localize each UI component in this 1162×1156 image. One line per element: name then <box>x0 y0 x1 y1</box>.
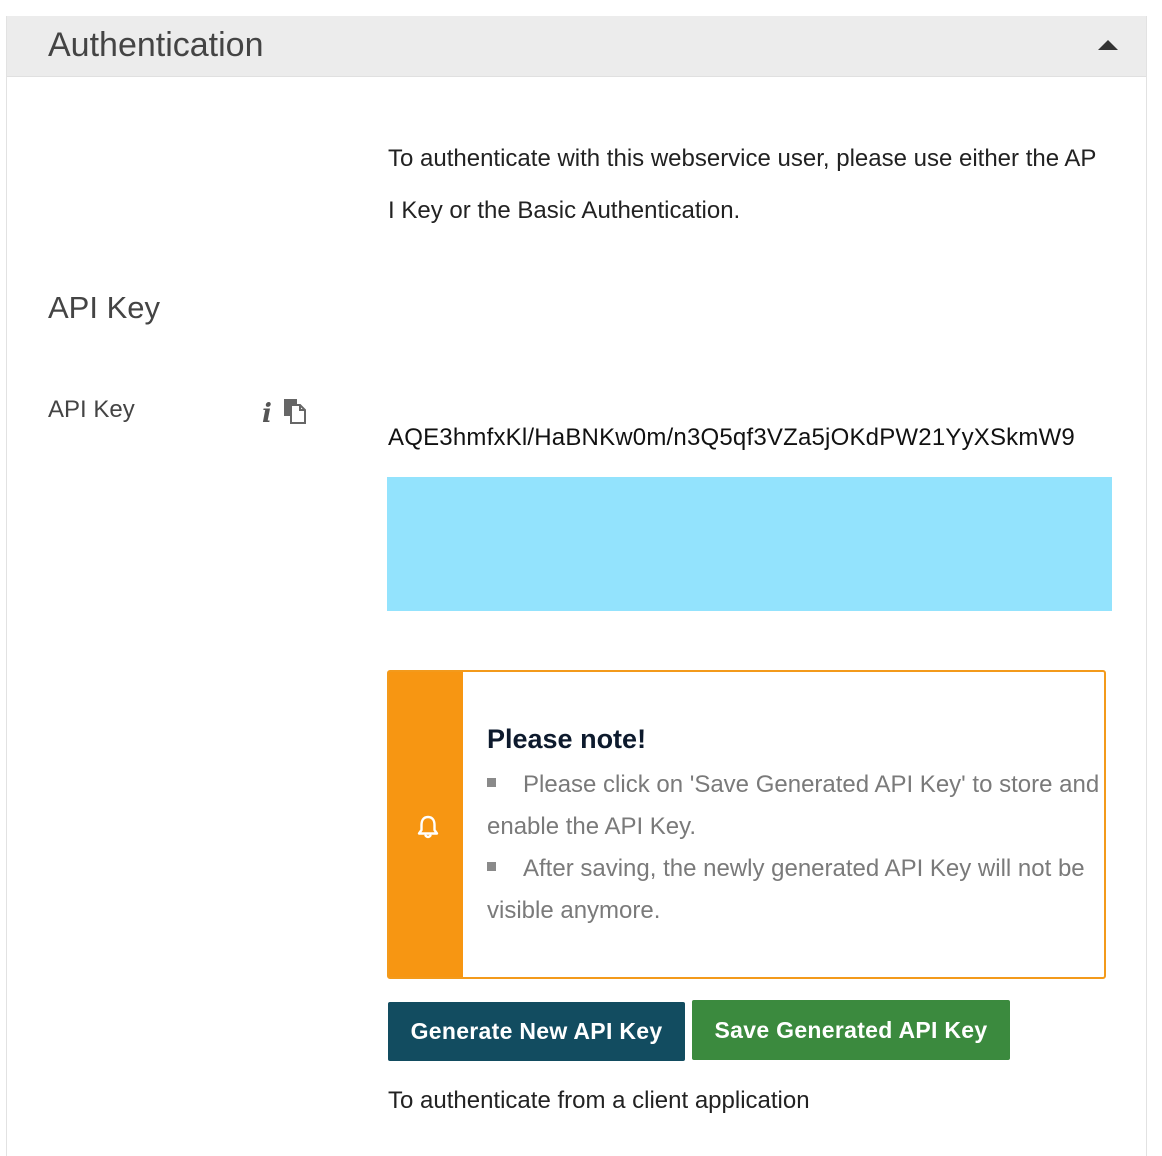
please-note-box: Please note! Please click on 'Save Gener… <box>387 670 1106 979</box>
caret-up-icon[interactable] <box>1098 40 1118 50</box>
note-accent-bar <box>389 672 463 977</box>
api-key-label: API Key <box>48 396 135 423</box>
info-icon[interactable]: i <box>262 399 272 429</box>
client-auth-text: To authenticate from a client applicatio… <box>388 1087 810 1114</box>
note-list: Please click on 'Save Generated API Key'… <box>487 764 1102 932</box>
note-item: Please click on 'Save Generated API Key'… <box>487 764 1102 848</box>
intro-text: To authenticate with this webservice use… <box>388 145 1097 224</box>
bullet-icon <box>487 778 496 788</box>
api-key-highlight-area <box>387 477 1112 611</box>
save-generated-api-key-button[interactable]: Save Generated API Key <box>692 1000 1010 1060</box>
section-title-api-key: API Key <box>48 290 160 325</box>
generate-new-api-key-button[interactable]: Generate New API Key <box>388 1002 685 1061</box>
copy-icon[interactable] <box>281 396 309 424</box>
note-title: Please note! <box>487 724 647 754</box>
note-item-text: After saving, the newly generated API Ke… <box>487 855 1085 924</box>
bullet-icon <box>487 862 496 872</box>
panel-header[interactable]: Authentication <box>7 16 1146 77</box>
note-item: After saving, the newly generated API Ke… <box>487 848 1102 932</box>
panel-title: Authentication <box>48 26 264 64</box>
api-key-value: AQE3hmfxKl/HaBNKw0m/n3Q5qf3VZa5jOKdPW21Y… <box>388 424 1075 451</box>
bell-icon <box>417 815 439 839</box>
note-item-text: Please click on 'Save Generated API Key'… <box>487 771 1100 840</box>
authentication-panel: Authentication <box>6 16 1147 1156</box>
